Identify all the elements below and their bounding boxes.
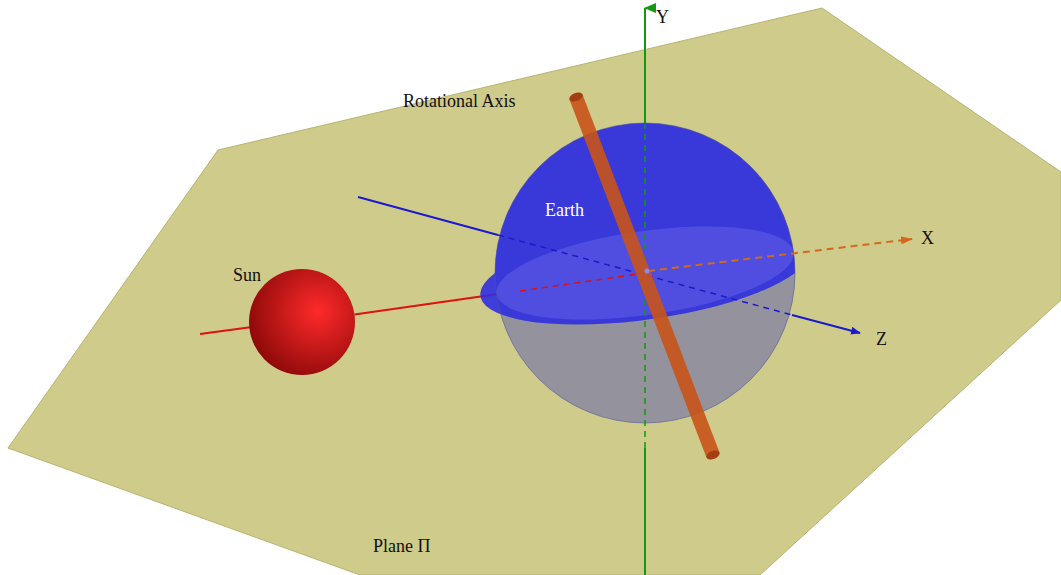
axis-label: Rotational Axis [403,92,516,112]
equator-plane [491,211,800,336]
node-label: Sun [233,266,261,286]
sun-sphere [249,269,355,375]
axis-label: Z [876,330,887,350]
axis-label: Y [656,8,669,28]
origin-dot [645,269,650,274]
y-axis [644,448,646,575]
earth-outline [495,123,795,423]
axis-label: X [921,229,934,249]
node-label: Plane Π [373,537,431,557]
plane-shape [8,8,1061,575]
sun-node: Sun [224,262,356,376]
y-axis-top [644,8,646,123]
node-label: Earth [545,201,584,221]
